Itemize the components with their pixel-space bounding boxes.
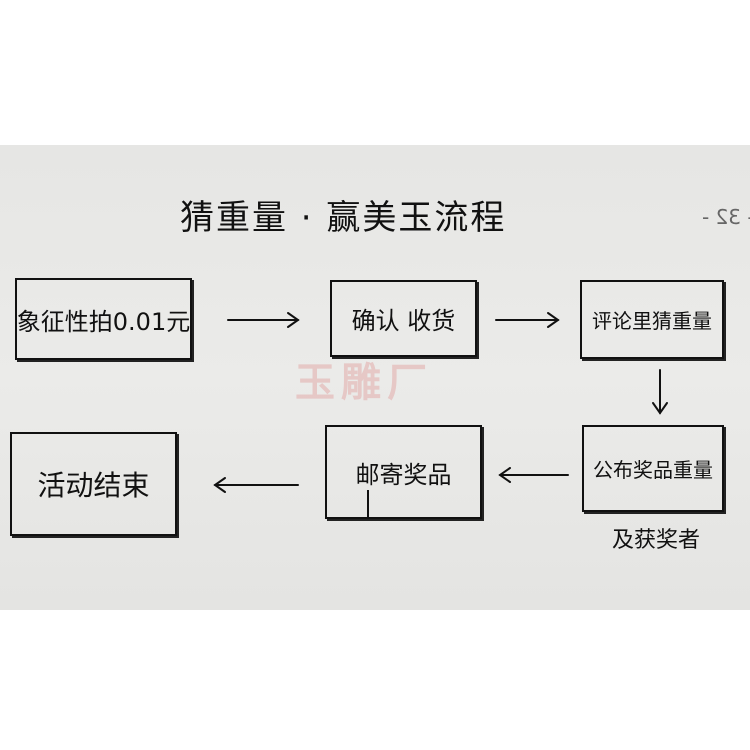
step-box-4: 公布奖品重量	[582, 425, 724, 512]
step-label: 评论里猜重量	[592, 309, 712, 333]
diagram-title: 猜重量 · 赢美玉流程	[180, 198, 507, 238]
step-box-5: 邮寄奖品	[325, 425, 482, 519]
step-label: 公布奖品重量	[593, 458, 713, 482]
paper-background	[0, 145, 750, 610]
step-4-note: 及获奖者	[612, 528, 701, 553]
step-label: 确认 收货	[351, 307, 456, 335]
step-label: 活动结束	[37, 469, 150, 502]
arrow-right-icon	[495, 312, 560, 328]
arrow-right-icon	[227, 312, 300, 328]
step-box-2: 确认 收货	[330, 280, 477, 357]
step-box-1: 象征性拍0.01元	[15, 278, 192, 360]
step-box-6: 活动结束	[10, 432, 177, 536]
step-box-3: 评论里猜重量	[580, 280, 724, 359]
watermark: 玉雕厂	[295, 360, 433, 406]
step-label: 邮寄奖品	[355, 460, 452, 489]
step-label: 象征性拍0.01元	[16, 307, 191, 336]
arrow-left-icon	[498, 467, 569, 483]
arrow-left-icon	[213, 477, 299, 493]
box-divider	[367, 490, 369, 517]
arrow-down-icon	[652, 369, 668, 415]
